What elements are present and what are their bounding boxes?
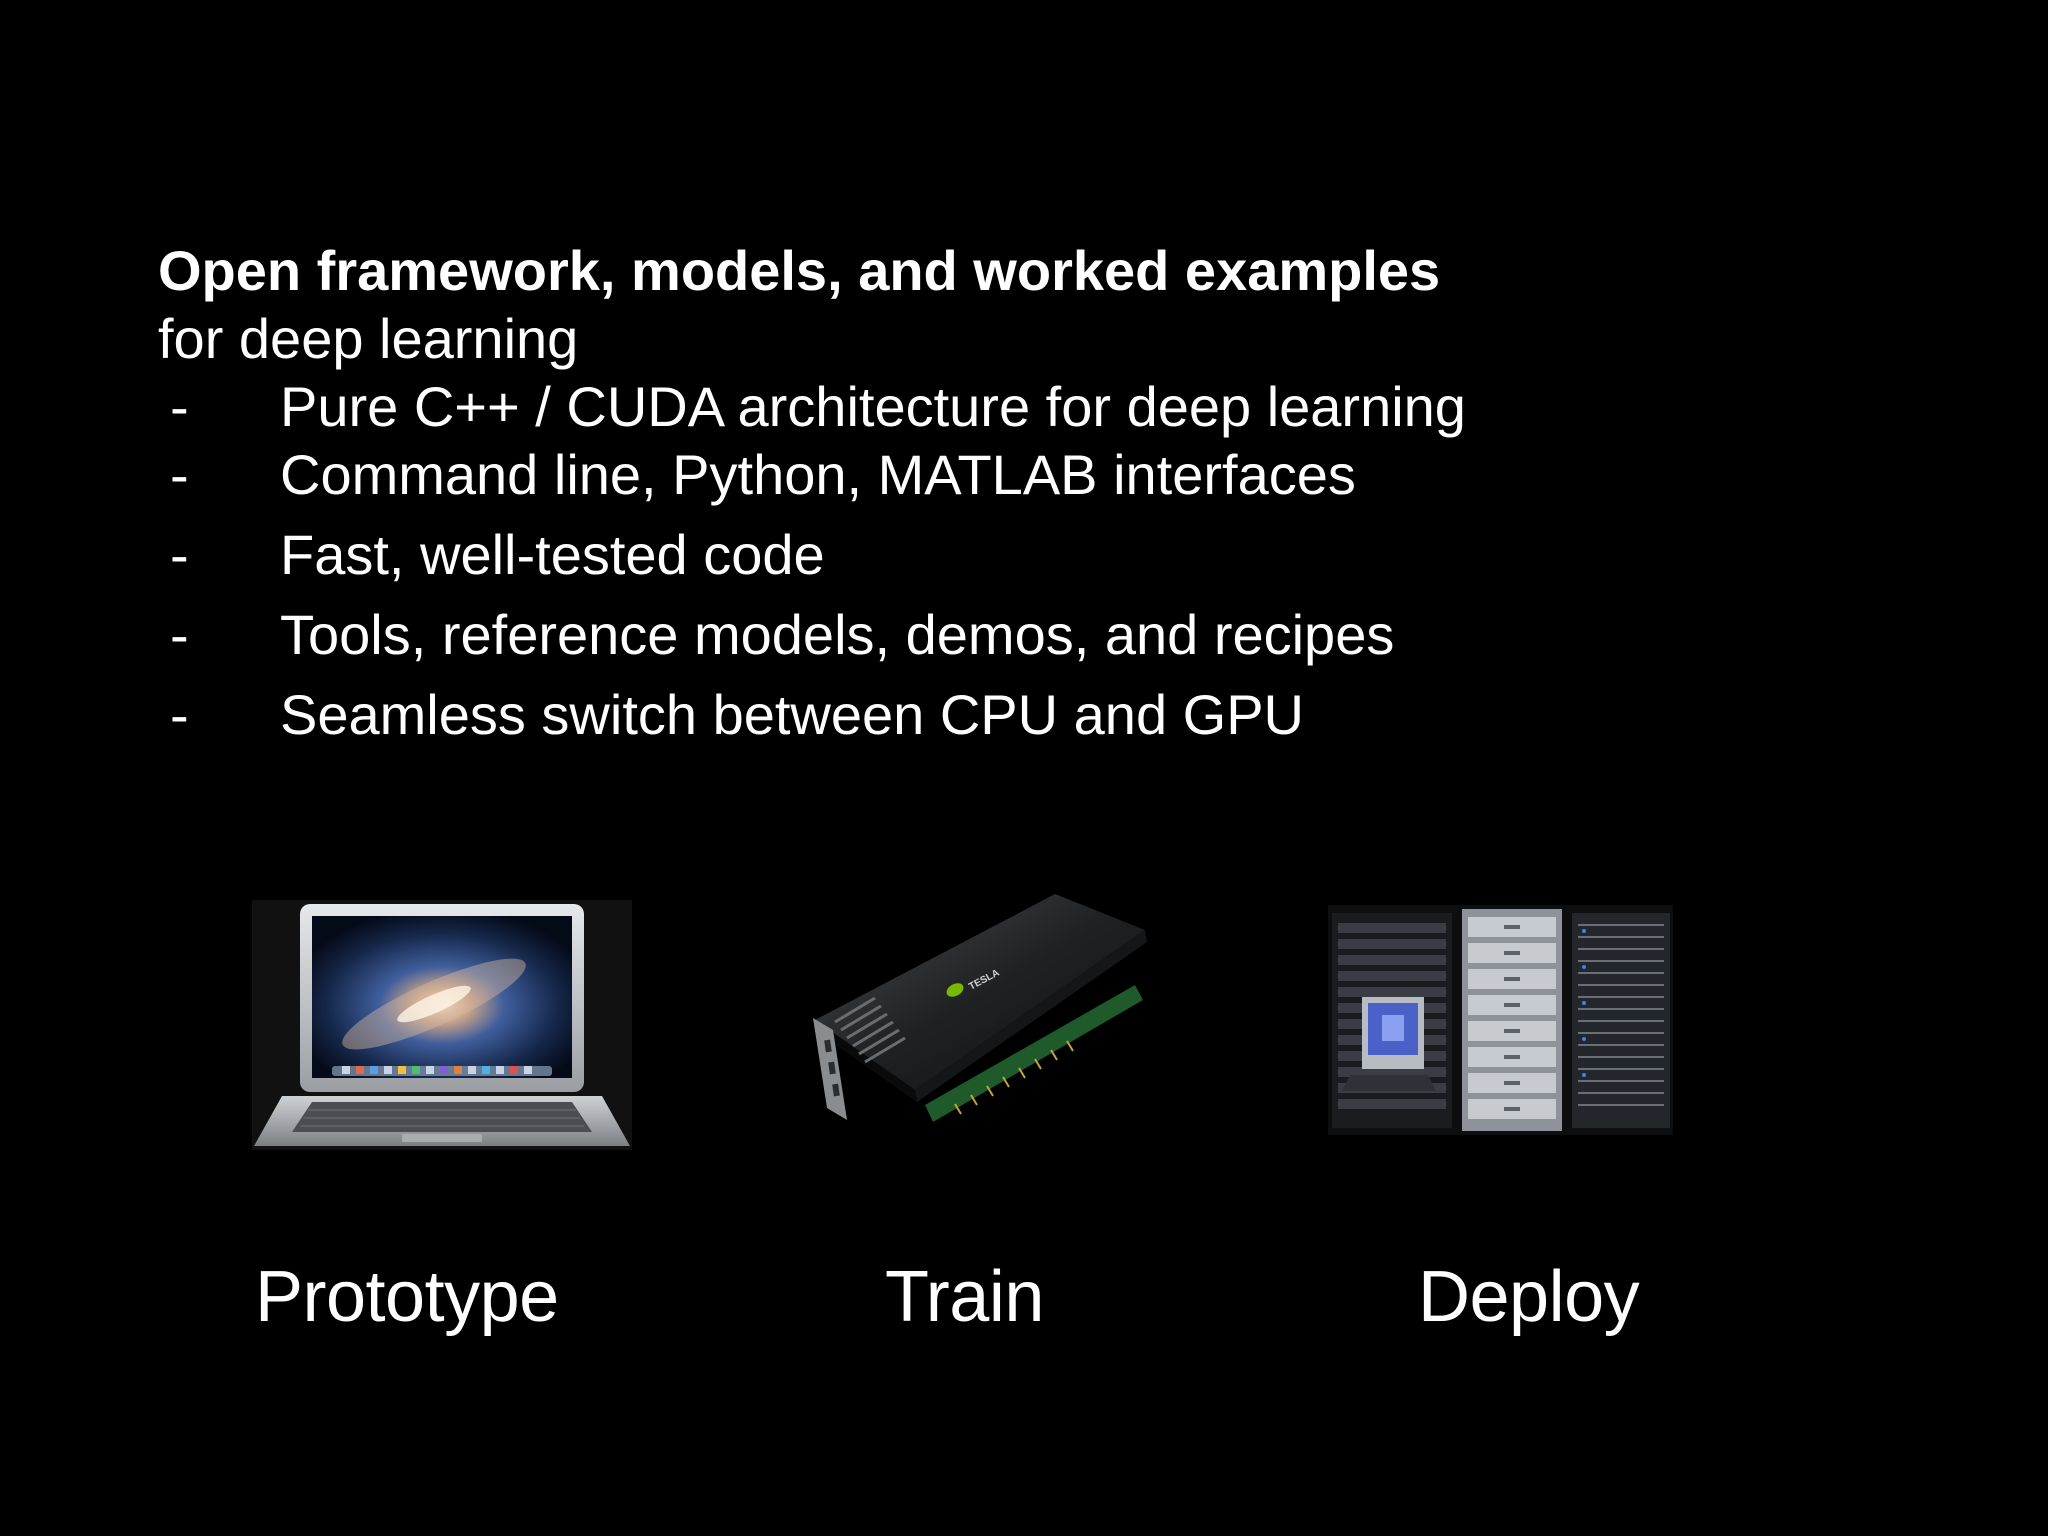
stage-caption-train: Train bbox=[885, 1257, 1044, 1337]
slide-subline: for deep learning bbox=[158, 307, 579, 370]
bullet-marker: - bbox=[170, 603, 189, 666]
bullet-text: Pure C++ / CUDA architecture for deep le… bbox=[280, 375, 1466, 438]
bullet-marker: - bbox=[170, 375, 189, 438]
laptop-icon bbox=[252, 900, 632, 1150]
server-rack-icon bbox=[1328, 905, 1673, 1135]
bullet-marker: - bbox=[170, 523, 189, 586]
bullet-marker: - bbox=[170, 443, 189, 506]
slide-headline: Open framework, models, and worked examp… bbox=[158, 239, 1441, 302]
bullet-text: Command line, Python, MATLAB interfaces bbox=[280, 443, 1356, 506]
bullet-marker: - bbox=[170, 683, 189, 746]
gpu-card-icon: TESLA bbox=[813, 894, 1147, 1122]
bullet-text: Fast, well-tested code bbox=[280, 523, 825, 586]
stage-caption-deploy: Deploy bbox=[1418, 1257, 1640, 1337]
bullet-text: Seamless switch between CPU and GPU bbox=[280, 683, 1304, 746]
bullet-text: Tools, reference models, demos, and reci… bbox=[280, 603, 1395, 666]
stage-caption-prototype: Prototype bbox=[255, 1257, 559, 1337]
